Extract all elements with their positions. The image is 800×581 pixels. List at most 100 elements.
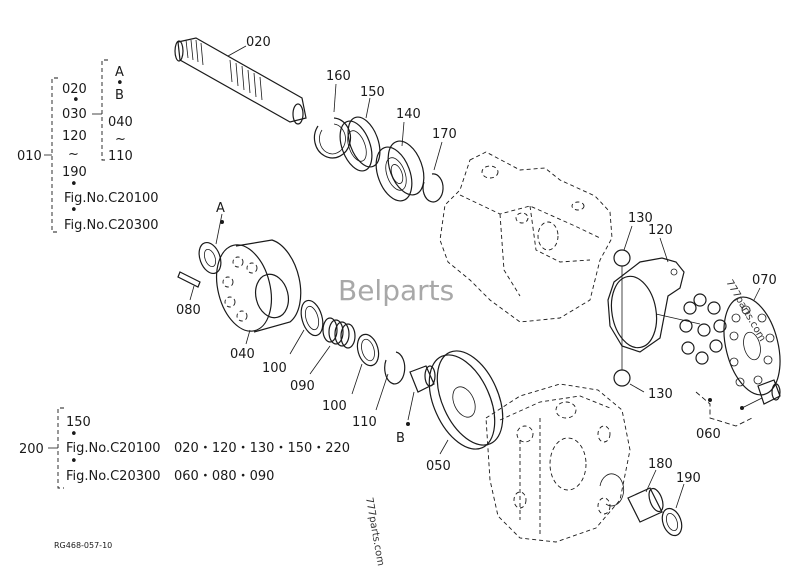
bushing-180-end	[648, 487, 664, 513]
legend-top-fig2: Fig.No.C20300	[64, 218, 159, 233]
washer-100a-inner	[304, 305, 320, 331]
leader-130-upper	[623, 225, 633, 251]
seal-inner	[347, 130, 367, 162]
part-170-snap-ring	[422, 141, 444, 203]
callouts: 020 160 150 140 170 130 130 120 070 060 …	[176, 35, 777, 486]
part-120-swash-plate	[607, 237, 701, 353]
legend-bottom: 200 150 • Fig.No.C20100 020・120・130・150・…	[19, 407, 350, 489]
part-020-shaft	[174, 37, 307, 125]
main-housing	[439, 151, 613, 323]
legend-bottom-fig1: Fig.No.C20100	[66, 441, 161, 456]
bushing-body	[409, 365, 435, 393]
watermark-url-2: 777parts.com	[363, 497, 386, 567]
lower-port-5	[513, 491, 527, 509]
retainer-hole-8	[729, 331, 739, 341]
cyl-port-2	[246, 262, 258, 274]
piston-7	[679, 319, 693, 333]
legend-top-root: 010	[17, 149, 42, 164]
lower-housing-edge-1	[499, 395, 611, 421]
legend-top-110: 110	[108, 149, 133, 164]
leader-140	[401, 121, 405, 147]
legend-bottom-fig1-parts: 020・120・130・150・220	[174, 441, 350, 456]
legend-bottom-150: 150	[66, 415, 91, 430]
spline-2	[190, 39, 194, 61]
seal-back	[347, 116, 381, 168]
spline-8	[247, 69, 251, 94]
piston-8	[683, 301, 697, 315]
piston-4	[709, 339, 723, 353]
swash-plate-hole	[670, 268, 678, 276]
dot-060-a	[708, 398, 712, 402]
cyl-port-5	[236, 310, 248, 322]
retainer-hole-5	[753, 375, 763, 385]
leader-160	[333, 83, 337, 113]
spline-1	[185, 39, 189, 59]
leader-A	[215, 213, 223, 245]
bushing-180-body	[627, 487, 663, 523]
cylinder-body	[235, 239, 302, 333]
leader-150	[365, 97, 371, 119]
part-100-washer-b	[351, 333, 380, 395]
washer-100b-outer	[356, 333, 380, 367]
dot-A	[220, 220, 224, 224]
legend-top-fig1: Fig.No.C20100	[64, 191, 159, 206]
leader-070	[753, 287, 761, 301]
snap-ring-outer	[313, 117, 352, 159]
leader-130-lower	[629, 383, 645, 393]
part-160-snap-ring	[313, 83, 352, 159]
part-070-retainer-plate	[723, 287, 781, 396]
callout-100-a: 100	[262, 361, 287, 376]
seal-outer	[339, 120, 373, 172]
swash-plate-outline	[607, 257, 685, 353]
part-110-snap-ring	[375, 351, 406, 411]
valve-plate-back	[436, 350, 504, 446]
lower-bore	[549, 437, 587, 491]
lower-housing	[485, 383, 631, 543]
retainer-hole-6	[735, 377, 745, 387]
retainer-hole-7	[729, 357, 739, 367]
legend-top-190: 190	[62, 165, 87, 180]
ring-A-outer	[198, 241, 222, 275]
valve-plate-hole	[452, 386, 476, 418]
callout-190: 190	[676, 471, 701, 486]
callout-020: 020	[246, 35, 271, 50]
retainer-center	[743, 331, 761, 361]
retainer-hole-9	[731, 313, 741, 323]
lower-port-4	[597, 497, 611, 515]
spline-10	[259, 76, 263, 101]
part-150-seal	[339, 97, 381, 172]
leader-090	[309, 345, 331, 375]
part-190-seal	[661, 483, 685, 537]
housing-outline	[439, 151, 613, 323]
o-ring	[599, 473, 625, 507]
housing-edge-1	[459, 194, 601, 239]
leader-050	[439, 439, 449, 455]
ball-130-lower	[613, 369, 631, 387]
part-040-cylinder-block	[216, 239, 302, 345]
piston-9	[697, 323, 711, 337]
seal-190-inner	[665, 512, 679, 532]
spring-coil-4	[340, 323, 356, 349]
legend-bottom-root: 200	[19, 442, 44, 457]
retainer-hole-4	[763, 355, 773, 365]
leader-190	[675, 483, 685, 509]
callout-130-upper: 130	[628, 211, 653, 226]
spring-coil-1	[322, 317, 338, 343]
legend-top-120: 120	[62, 129, 87, 144]
leader-180	[645, 469, 657, 493]
cylinder-front	[216, 244, 272, 332]
callout-140: 140	[396, 107, 421, 122]
watermark-belparts: Belparts	[338, 274, 454, 307]
shaft-end-right	[292, 103, 304, 125]
callout-060: 060	[696, 427, 721, 442]
legend-bottom-fig2-parts: 060・080・090	[174, 469, 274, 484]
part-130-balls	[613, 225, 645, 393]
spline-7	[241, 65, 245, 91]
legend-top-dot-3: •	[70, 203, 78, 218]
spline-9	[253, 72, 257, 98]
part-080-pin	[177, 271, 201, 301]
callout-A: A	[216, 201, 225, 216]
housing-port-1	[515, 212, 529, 224]
callout-040: 040	[230, 347, 255, 362]
spline-5	[229, 59, 233, 83]
